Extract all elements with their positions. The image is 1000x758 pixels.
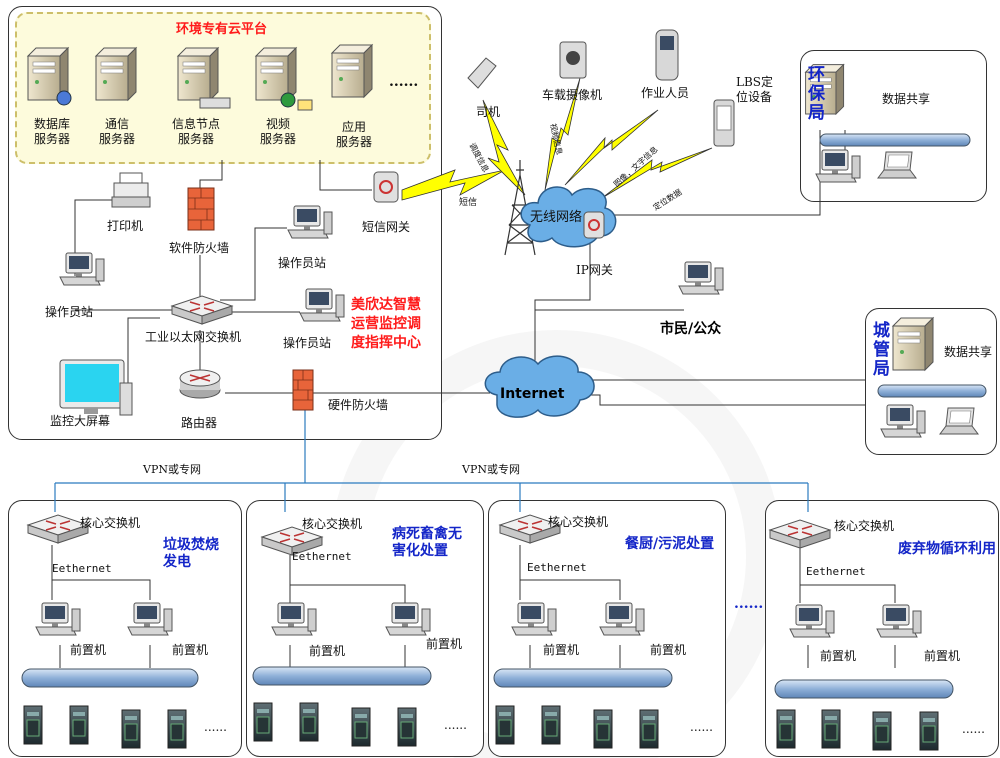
internet-label: Internet	[500, 386, 565, 402]
site2-title: 病死畜禽无害化处置	[392, 526, 462, 559]
application-server-label: 应用服务器	[335, 120, 372, 149]
site1-title: 垃圾焚烧发电	[163, 537, 219, 570]
sms-link-label: 短信	[459, 198, 478, 208]
operator-station-label-3: 操作员站	[283, 336, 332, 350]
printer-label: 打印机	[107, 219, 144, 233]
site2-ethernet-label: Eethernet	[292, 550, 352, 563]
hardware-firewall-shape	[292, 369, 314, 411]
phone-device-shapes	[467, 29, 735, 147]
wireless-network-label: 无线网络	[530, 210, 583, 225]
urban-bureau-title: 城管局	[873, 321, 890, 379]
router-label: 路由器	[181, 416, 218, 430]
site4-more-devices: ......	[962, 722, 985, 736]
video-server-label: 视频服务器	[259, 117, 296, 146]
vpn-label-right: VPN或专网	[462, 463, 520, 476]
cloud-platform-title: 环境专有云平台	[176, 22, 268, 37]
site3-more-devices: ......	[690, 720, 713, 734]
site2-front-pc-label-1: 前置机	[309, 644, 346, 658]
wireless-links	[401, 77, 713, 201]
operator-station-label-1: 操作员站	[45, 305, 94, 319]
industrial-switch-label: 工业以太网交换机	[145, 330, 242, 344]
site4-front-pc-label-2: 前置机	[924, 649, 961, 663]
site1-front-pc-label-1: 前置机	[70, 643, 107, 657]
vpn-label-left: VPN或专网	[143, 463, 201, 476]
site2-core-switch-label: 核心交换机	[302, 517, 363, 531]
monitor-screen-label: 监控大屏幕	[50, 414, 111, 428]
software-firewall-label: 软件防火墙	[169, 241, 230, 255]
env-data-share-label: 数据共享	[882, 92, 931, 106]
router-shape	[179, 369, 221, 399]
lbs-device-label: LBS定位设备	[736, 75, 774, 104]
command-center-title: 美欣达智慧运营监控调度指挥中心	[351, 297, 421, 351]
urban-data-share-label: 数据共享	[944, 345, 993, 359]
hardware-firewall-label: 硬件防火墙	[328, 398, 389, 412]
more-servers-ellipsis: ......	[389, 74, 419, 90]
site4-ethernet-label: Eethernet	[806, 565, 866, 578]
site3-ethernet-label: Eethernet	[527, 561, 587, 574]
ip-gateway-label: IP网关	[576, 263, 613, 277]
site3-core-switch-label: 核心交换机	[548, 515, 609, 529]
site1-more-devices: ......	[204, 720, 227, 734]
citizen-label: 市民/公众	[660, 321, 722, 337]
site1-core-switch-label: 核心交换机	[80, 516, 141, 530]
driver-label: 司机	[476, 105, 501, 119]
fieldbus-pipes	[21, 133, 987, 699]
field-device-shapes	[23, 702, 939, 751]
printer-shape	[111, 172, 151, 208]
site4-front-pc-label-1: 前置机	[820, 649, 857, 663]
site3-title: 餐厨/污泥处置	[625, 536, 715, 552]
site3-front-pc-label-1: 前置机	[543, 643, 580, 657]
communication-server-label: 通信服务器	[98, 117, 135, 146]
info-node-server-label: 信息节点服务器	[171, 117, 220, 146]
site2-front-pc-label-2: 前置机	[426, 637, 463, 651]
site1-front-pc-label-2: 前置机	[172, 643, 209, 657]
software-firewall-shape	[187, 187, 215, 231]
internet-cloud	[484, 355, 595, 418]
database-server-label: 数据库服务器	[33, 117, 70, 146]
site3-front-pc-label-2: 前置机	[650, 643, 687, 657]
operator-station-label-2: 操作员站	[278, 256, 327, 270]
gateway-shape	[373, 171, 605, 239]
site4-core-switch-label: 核心交换机	[834, 519, 895, 533]
site2-more-devices: ......	[444, 718, 467, 732]
env-bureau-title: 环保局	[808, 65, 825, 123]
site1-ethernet-label: Eethernet	[52, 562, 112, 575]
sms-gateway-label: 短信网关	[362, 220, 411, 234]
vehicle-camera-label: 车载摄像机	[542, 88, 603, 102]
more-sites-ellipsis: ......	[734, 596, 764, 612]
field-worker-label: 作业人员	[641, 86, 690, 100]
monitor-wall-shape	[59, 359, 133, 416]
site4-title: 废弃物循环利用	[898, 541, 996, 557]
